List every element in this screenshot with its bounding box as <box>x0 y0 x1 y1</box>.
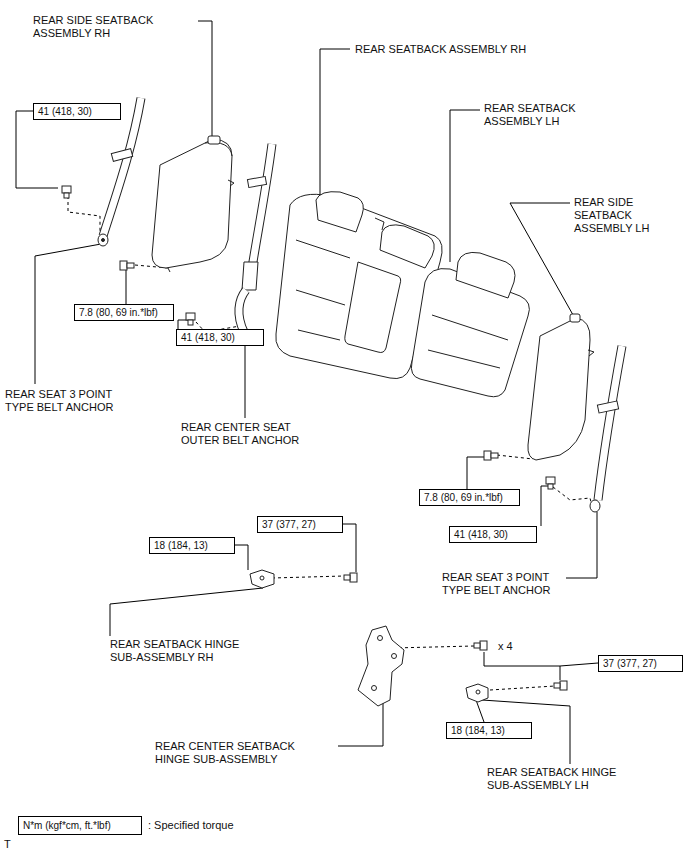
center-belt <box>239 144 272 342</box>
part-name: REAR SEATBACK ASSEMBLY RH <box>355 43 526 56</box>
seatback-hinge-lh <box>466 684 488 702</box>
part-name: REAR SIDE SEATBACK ASSEMBLY RH <box>33 14 153 40</box>
seat-belt-rh <box>98 98 141 246</box>
quantity-note: x 4 <box>498 640 513 653</box>
torque-box: 7.8 (80, 69 in.*lbf) <box>74 304 174 321</box>
part-name: REAR SEATBACK HINGE SUB-ASSEMBLY LH <box>487 766 616 792</box>
legend-text: : Specified torque <box>148 819 234 832</box>
torque-value: 41 (418, 30) <box>181 332 235 343</box>
part-name: REAR SEATBACK ASSEMBLY LH <box>484 102 576 128</box>
seatback-lh <box>411 252 529 396</box>
torque-box: 18 (184, 13) <box>446 722 532 739</box>
torque-value: 7.8 (80, 69 in.*lbf) <box>79 307 158 318</box>
torque-value: 18 (184, 13) <box>154 540 208 551</box>
torque-box: 41 (418, 30) <box>33 103 121 120</box>
part-name: REAR CENTER SEATBACK HINGE SUB-ASSEMBLY <box>155 740 295 766</box>
torque-value: 18 (184, 13) <box>451 725 505 736</box>
part-name: REAR CENTER SEAT OUTER BELT ANCHOR <box>181 421 299 447</box>
part-name: REAR SEAT 3 POINT TYPE BELT ANCHOR <box>5 388 113 414</box>
torque-value: 41 (418, 30) <box>38 106 92 117</box>
part-name: REAR SEAT 3 POINT TYPE BELT ANCHOR <box>442 571 550 597</box>
side-seatback-rh <box>152 136 234 272</box>
torque-box: 7.8 (80, 69 in.*lbf) <box>419 489 520 506</box>
page-mark: T <box>4 838 11 851</box>
torque-value: 7.8 (80, 69 in.*lbf) <box>424 492 503 503</box>
center-hinge <box>358 626 404 706</box>
torque-box: 37 (377, 27) <box>598 655 683 672</box>
part-name: REAR SIDE SEATBACK ASSEMBLY LH <box>574 196 649 235</box>
part-name: REAR SEATBACK HINGE SUB-ASSEMBLY RH <box>110 638 239 664</box>
seatback-hinge-rh <box>250 570 274 588</box>
torque-box: 41 (418, 30) <box>176 329 264 346</box>
torque-box: 37 (377, 27) <box>257 516 343 533</box>
torque-box: 18 (184, 13) <box>149 537 235 554</box>
torque-box: 41 (418, 30) <box>449 526 537 543</box>
torque-value: N*m (kgf*cm, ft.*lbf) <box>23 820 111 831</box>
side-seatback-lh <box>528 314 594 460</box>
torque-value: 37 (377, 27) <box>262 519 316 530</box>
torque-value: 37 (377, 27) <box>603 658 657 669</box>
torque-value: 41 (418, 30) <box>454 529 508 540</box>
seat-belt-lh <box>590 346 622 512</box>
bolts <box>62 186 567 690</box>
torque-box: N*m (kgf*cm, ft.*lbf) <box>18 816 142 835</box>
